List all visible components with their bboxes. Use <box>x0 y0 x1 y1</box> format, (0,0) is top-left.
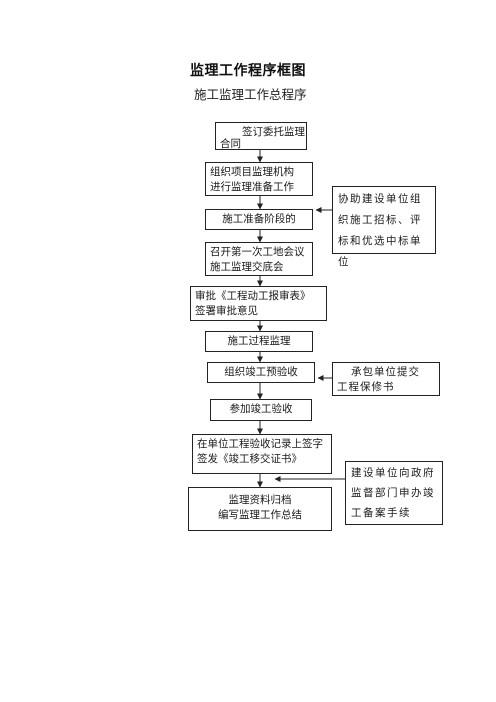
step-organize-line2: 进行监理准备工作 <box>210 181 294 193</box>
step-preparation: 施工准备阶段的 <box>205 209 313 230</box>
step-pre-acceptance-line1: 组织竣工预验收 <box>224 366 298 378</box>
step-final-acceptance: 参加竣工验收 <box>210 399 312 421</box>
step-sign-contract-line1: 签订委托监理 <box>242 126 305 138</box>
step-pre-acceptance: 组织竣工预验收 <box>207 362 315 383</box>
step-organize-line1: 组织项目监理机构 <box>210 166 294 178</box>
step-sign-contract: 签订委托监理 合同 <box>215 122 307 150</box>
step-archive-line2: 编写监理工作总结 <box>218 509 302 521</box>
step-first-meeting-line1: 召开第一次工地会议 <box>210 246 305 258</box>
step-sign-records-line2: 签发《竣工移交证书》 <box>197 453 302 465</box>
note-warranty-line2: 工程保修书 <box>337 381 395 393</box>
diagram-title: 监理工作程序框图 <box>190 63 306 79</box>
step-approve-start-line2: 签署审批意见 <box>195 305 258 317</box>
step-first-meeting: 召开第一次工地会议 施工监理交底会 <box>205 242 313 276</box>
step-preparation-line1: 施工准备阶段的 <box>222 213 296 225</box>
note-warranty: 承包单位提交 工程保修书 <box>332 362 440 396</box>
note-filing: 建设单位向政府监督部门申办竣工备案手续 <box>345 461 443 525</box>
step-final-acceptance-line1: 参加竣工验收 <box>229 403 293 415</box>
step-sign-records: 在单位工程验收记录上签字 签发《竣工移交证书》 <box>192 434 332 474</box>
step-approve-start: 审批《工程动工报审表》 签署审批意见 <box>190 286 327 321</box>
step-construction-supervision-line1: 施工过程监理 <box>227 335 291 347</box>
note-bidding: 协助建设单位组织施工招标、评标和优选中标单位 <box>332 186 436 268</box>
diagram-subtitle: 施工监理工作总程序 <box>194 87 307 102</box>
note-warranty-line1: 承包单位提交 <box>351 366 420 378</box>
step-approve-start-line1: 审批《工程动工报审表》 <box>195 290 311 302</box>
step-sign-contract-line2: 合同 <box>220 138 241 150</box>
step-organize: 组织项目监理机构 进行监理准备工作 <box>205 162 313 196</box>
step-first-meeting-line2: 施工监理交底会 <box>210 261 284 273</box>
step-sign-records-line1: 在单位工程验收记录上签字 <box>197 438 323 450</box>
step-archive-line1: 监理资料归档 <box>228 494 292 506</box>
step-archive: 监理资料归档 编写监理工作总结 <box>188 487 332 531</box>
step-construction-supervision: 施工过程监理 <box>205 331 313 352</box>
